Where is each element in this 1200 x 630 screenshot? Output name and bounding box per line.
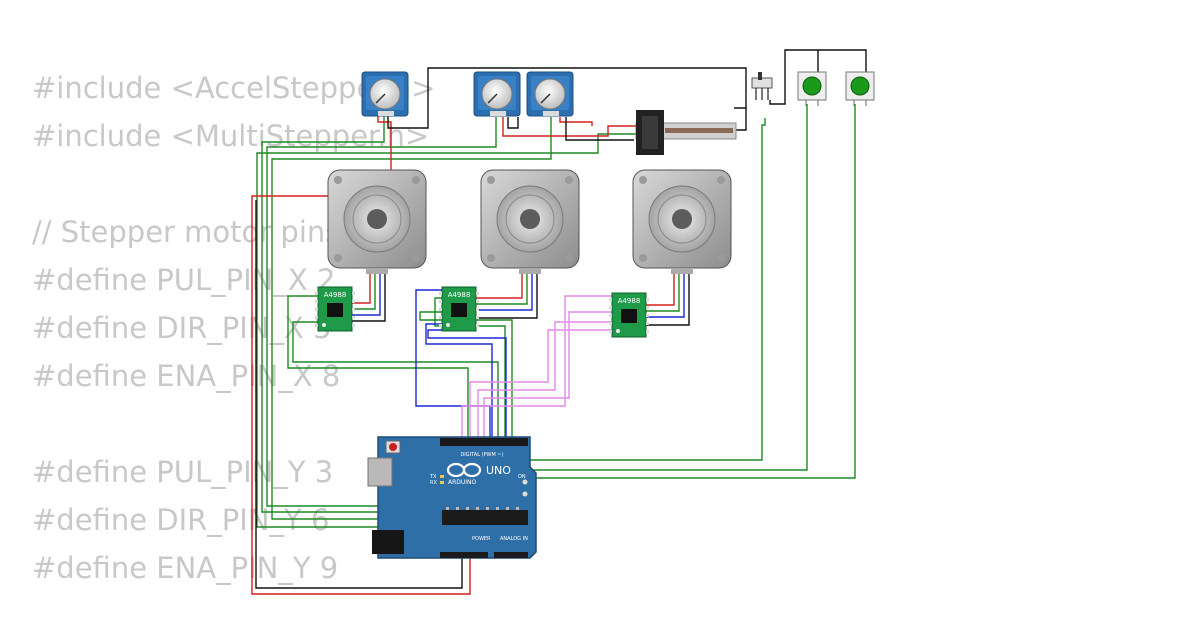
stepper-motor-3[interactable]: [632, 169, 732, 274]
wire-blue[interactable]: [427, 329, 507, 440]
potentiometer-1[interactable]: [361, 71, 409, 117]
wire-green[interactable]: [287, 295, 469, 440]
wire-red[interactable]: [645, 270, 675, 306]
code-line: #define PUL_PIN_Y 3: [32, 455, 334, 489]
wire-blue[interactable]: [475, 270, 533, 311]
wire-blue[interactable]: [415, 289, 491, 440]
wire-blue[interactable]: [350, 270, 381, 316]
wire-blue[interactable]: [425, 323, 493, 440]
analog-label: ANALOG IN: [500, 536, 528, 542]
driver-label: A4988: [618, 297, 641, 305]
wire-layer: [251, 49, 867, 595]
wire-black[interactable]: [735, 108, 747, 131]
potentiometer-2[interactable]: [473, 71, 521, 117]
rx-label: RX: [430, 480, 437, 486]
power-jack: [372, 530, 404, 554]
stepper-motor-2[interactable]: [480, 169, 580, 274]
driver-label: A4988: [324, 291, 347, 299]
wire-green[interactable]: [350, 270, 376, 310]
wire-green[interactable]: [256, 133, 636, 528]
code-line: #define ENA_PIN_Y 9: [32, 551, 339, 585]
wire-green[interactable]: [520, 118, 766, 461]
wire-green[interactable]: [266, 117, 497, 507]
potentiometer-3[interactable]: [526, 71, 574, 117]
wire-green[interactable]: [520, 104, 856, 479]
push-button-1[interactable]: [797, 71, 827, 106]
wire-black[interactable]: [565, 117, 634, 141]
wire-pink[interactable]: [461, 295, 614, 440]
wire-pink[interactable]: [477, 321, 614, 440]
uno-label: UNO: [486, 464, 511, 477]
wire-pink[interactable]: [469, 329, 614, 440]
wire-green[interactable]: [292, 321, 499, 440]
wire-black[interactable]: [255, 200, 463, 589]
power-header: [440, 552, 488, 558]
wire-black[interactable]: [350, 270, 386, 322]
tx-label: TX: [429, 474, 437, 480]
wire-black[interactable]: [475, 270, 538, 319]
arduino-uno-board[interactable]: DIGITAL (PWM ~) UNO ARDUINO TX RX ON POW…: [367, 436, 537, 559]
arduino-logo-icon: [446, 462, 482, 478]
slide-switch[interactable]: [751, 72, 773, 100]
code-line: #define DIR_PIN_X 5: [32, 311, 332, 345]
digital-header-label: DIGITAL (PWM ~): [460, 452, 503, 458]
wire-black[interactable]: [645, 270, 690, 326]
wire-red[interactable]: [251, 114, 471, 595]
stepper-motor-1[interactable]: [327, 169, 427, 274]
analog-header: [494, 552, 528, 558]
usb-port: [367, 457, 393, 487]
wire-green[interactable]: [419, 311, 513, 440]
wire-red[interactable]: [559, 117, 593, 126]
driver-label: A4988: [448, 291, 471, 299]
atmega-chip: [442, 510, 528, 525]
wire-red[interactable]: [350, 270, 371, 304]
arduino-brand-label: ARDUINO: [448, 479, 477, 486]
wire-green[interactable]: [271, 117, 552, 520]
wire-black[interactable]: [507, 117, 519, 129]
a4988-driver-3[interactable]: A4988: [609, 292, 649, 338]
wire-black[interactable]: [769, 49, 867, 105]
wire-green[interactable]: [261, 114, 385, 513]
slide-potentiometer[interactable]: [635, 110, 737, 155]
wire-pink[interactable]: [483, 311, 614, 440]
wire-red[interactable]: [502, 117, 637, 137]
digital-header: [440, 438, 528, 446]
wire-green[interactable]: [520, 104, 808, 471]
wire-green[interactable]: [475, 270, 528, 305]
power-label: POWER: [472, 536, 491, 542]
a4988-driver-2[interactable]: A4988: [439, 286, 479, 332]
push-button-2[interactable]: [845, 71, 875, 106]
on-label: ON: [518, 474, 526, 480]
wire-green[interactable]: [645, 270, 680, 312]
a4988-driver-1[interactable]: A4988: [315, 286, 355, 332]
wire-green[interactable]: [434, 297, 506, 440]
wire-red[interactable]: [475, 270, 523, 299]
wire-blue[interactable]: [645, 270, 685, 318]
